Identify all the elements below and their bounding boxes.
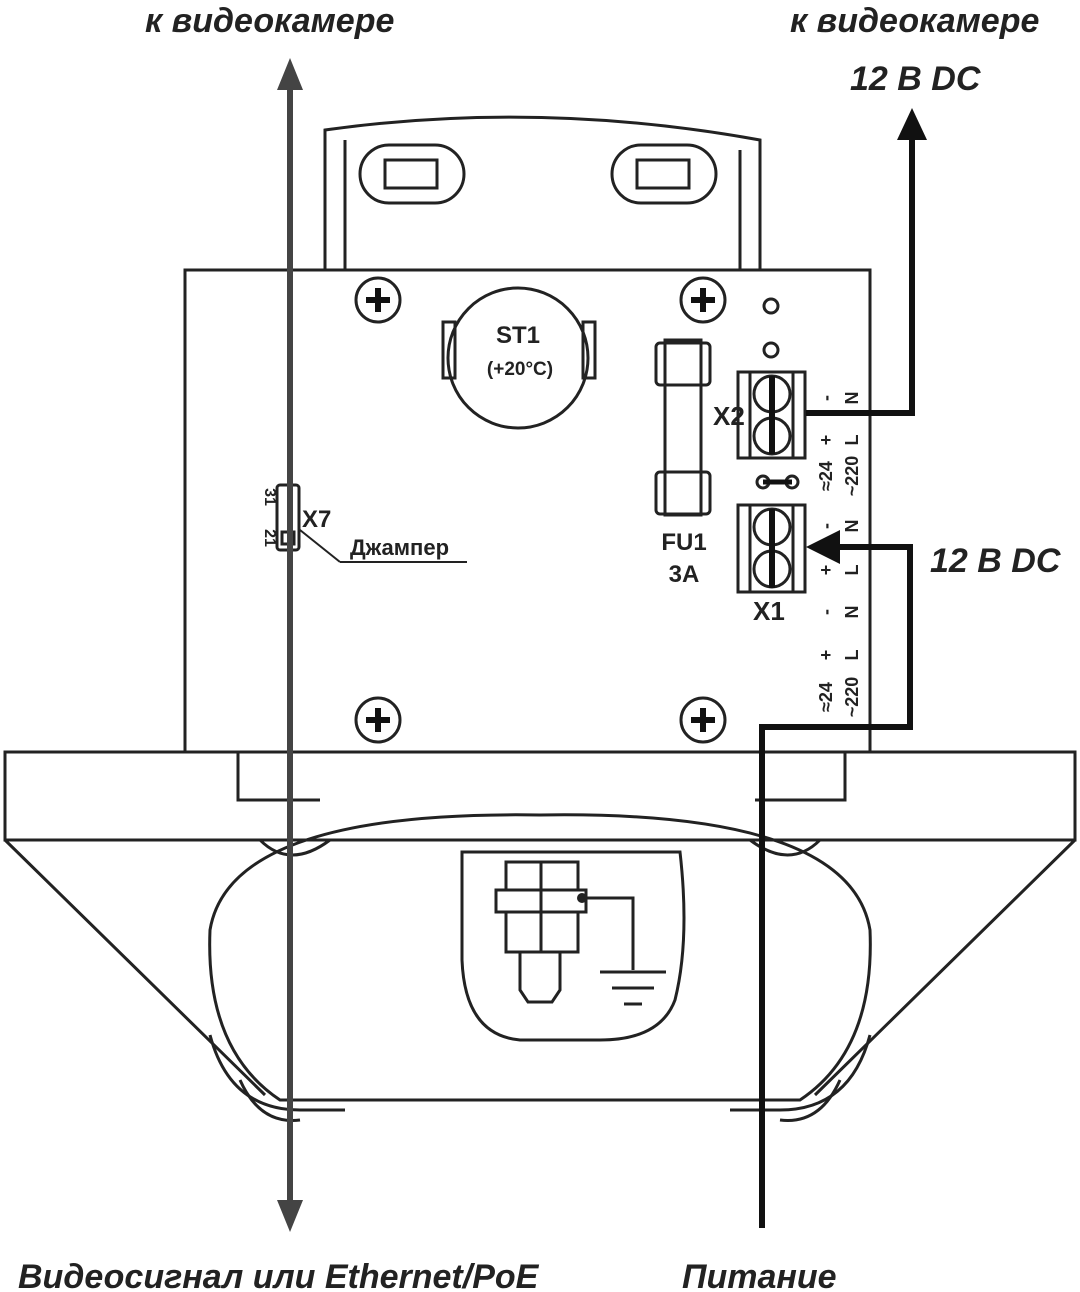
thermostat-st1: ST1 (+20°C) — [441, 286, 597, 430]
mark-plus: + — [816, 565, 836, 576]
arrow-left-icon — [806, 530, 840, 564]
label-power: Питание — [682, 1258, 837, 1292]
mark-dc24: ≈24 — [816, 682, 836, 712]
mark-l: L — [842, 565, 862, 576]
jumper-pin-bottom: 21 — [261, 529, 278, 547]
housing-base — [3, 750, 1077, 1122]
mark-minus: - — [816, 523, 836, 529]
mark-n: N — [842, 606, 862, 619]
led-icon — [762, 341, 780, 359]
label-to-camera-video: к видеокамере — [145, 2, 394, 40]
mark-dc24: ≈24 — [816, 461, 836, 491]
thermostat-temp: (+20°C) — [487, 359, 553, 380]
mark-n: N — [842, 392, 862, 405]
terminal-x1-label: X1 — [753, 596, 785, 626]
arrow-down-icon — [277, 1200, 303, 1232]
fuse-label: FU1 — [661, 529, 706, 556]
label-video-signal: Видеосигнал или Ethernet/PoE — [18, 1258, 540, 1292]
power-input-line — [759, 530, 913, 1228]
screw-icon — [681, 698, 725, 742]
jumper-ref: X7 — [302, 506, 331, 533]
jumper-label: Джампер — [350, 535, 449, 560]
screw-icon — [681, 278, 725, 322]
screw-icon — [356, 278, 400, 322]
label-to-camera-power: к видеокамере — [790, 2, 1039, 40]
terminal-markings: - N + L ≈24 ~220 - N + L - N + L ≈24 ~22… — [816, 392, 862, 718]
label-camera-voltage: 12 В DC — [850, 60, 981, 98]
sensor-window — [460, 850, 686, 1042]
mark-n: N — [842, 520, 862, 533]
mark-plus: + — [816, 650, 836, 661]
mark-minus: - — [816, 395, 836, 401]
fuse-rating: 3А — [669, 561, 700, 588]
screw-icon — [356, 698, 400, 742]
label-input-voltage: 12 В DC — [930, 542, 1061, 580]
jumper-pin-top: 31 — [261, 488, 278, 506]
terminal-x2: X2 — [713, 370, 807, 460]
terminal-x2-label: X2 — [713, 401, 745, 431]
mounting-bracket — [323, 115, 762, 270]
mark-ac220: ~220 — [842, 677, 862, 718]
led-icon — [762, 297, 780, 315]
arrow-up-icon — [277, 58, 303, 90]
mark-minus: - — [816, 609, 836, 615]
arrow-up-icon — [897, 108, 927, 140]
jumper-link — [755, 474, 800, 490]
video-cable-line — [277, 58, 303, 1232]
thermostat-label: ST1 — [496, 322, 540, 349]
fuse-fu1: FU1 3А — [654, 338, 712, 588]
terminal-x1: X1 — [736, 503, 807, 626]
camera-power-line — [806, 108, 927, 416]
jumper-x7: X7 Джампер 31 21 — [261, 483, 467, 563]
mark-plus: + — [816, 435, 836, 446]
mark-ac220: ~220 — [842, 456, 862, 497]
mark-l: L — [842, 650, 862, 661]
mark-l: L — [842, 435, 862, 446]
